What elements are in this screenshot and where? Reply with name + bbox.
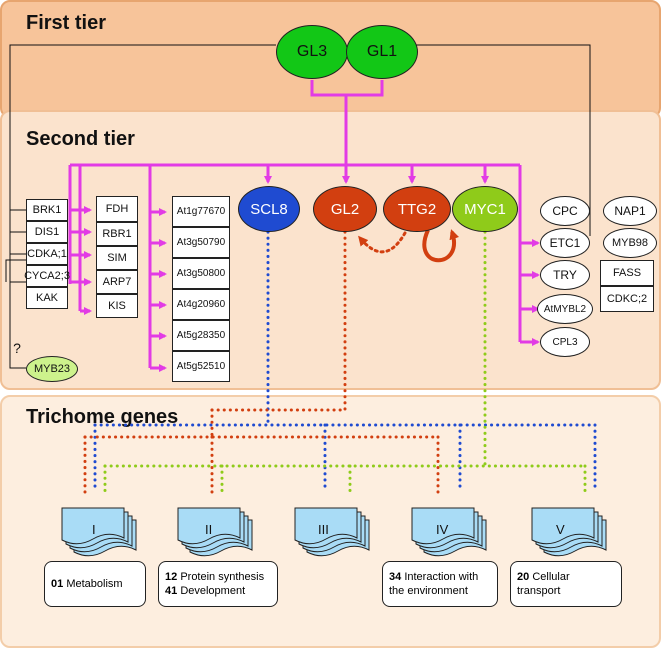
- gl3-node: GL3: [276, 25, 348, 79]
- myc1-node: MYC1: [452, 186, 518, 232]
- category-number: 20: [517, 571, 530, 583]
- gene-box-kis: KIS: [96, 294, 138, 318]
- gene-box-at4g20960: At4g20960: [172, 289, 230, 320]
- category-text: Cellular transport: [517, 571, 570, 597]
- gene-box-brk1: BRK1: [26, 199, 68, 221]
- category-label-i: I: [92, 522, 96, 537]
- category-document-stacks: [61, 507, 607, 557]
- ttg2-node: TTG2: [383, 186, 451, 232]
- gene-box-cdka1: CDKA;1: [26, 243, 68, 265]
- gene-box-at3g50790: At3g50790: [172, 227, 230, 258]
- category-info-row: 01 Metabolism: [51, 577, 139, 591]
- myc1-targets: [103, 230, 587, 494]
- document-stack-icon: [177, 507, 253, 557]
- gl2-node: GL2: [313, 186, 377, 232]
- ttg2-to-gl2-link: [358, 231, 407, 254]
- category-label-iii: III: [318, 522, 329, 537]
- gl2-targets: [83, 230, 440, 494]
- try-node: TRY: [540, 260, 590, 290]
- category-number: 34: [389, 571, 402, 583]
- document-sheet: [294, 507, 358, 545]
- gene-box-at5g28350: At5g28350: [172, 320, 230, 351]
- scl8-targets: [93, 230, 597, 494]
- ttg2-self-loop: [422, 229, 459, 263]
- document-sheet: [177, 507, 241, 545]
- category-text: Interaction with: [404, 571, 479, 583]
- gene-box-at3g50800: At3g50800: [172, 258, 230, 289]
- cpc-node: CPC: [540, 196, 590, 226]
- category-info-iv: 34 Interaction with the environment: [382, 561, 498, 607]
- category-text: the environment: [389, 585, 468, 597]
- second-tier-title: Second tier: [26, 128, 135, 150]
- category-number: 41: [165, 585, 178, 597]
- category-number: 12: [165, 571, 178, 583]
- first-tier-title: First tier: [26, 12, 107, 34]
- category-label-ii: II: [205, 522, 213, 537]
- scl8-node: SCL8: [238, 186, 300, 232]
- document-sheet: [531, 507, 595, 545]
- cpl3-node: CPL3: [540, 327, 590, 357]
- gene-box-at5g52510: At5g52510: [172, 351, 230, 382]
- category-info-row: 41 Development: [165, 584, 271, 598]
- myb98-node: MYB98: [603, 228, 657, 258]
- category-label-iv: IV: [436, 522, 449, 537]
- category-text: Development: [180, 585, 246, 597]
- document-stack-icon: [294, 507, 370, 557]
- etc1-node: ETC1: [540, 228, 590, 258]
- trichome-genes-title: Trichome genes: [26, 406, 179, 428]
- category-info-row: 12 Protein synthesis: [165, 570, 271, 584]
- category-text: Protein synthesis: [180, 571, 265, 583]
- category-info-ii: 12 Protein synthesis 41 Development: [158, 561, 278, 607]
- category-label-v: V: [556, 522, 565, 537]
- document-stack-icon: [531, 507, 607, 557]
- category-info-v: 20 Cellular transport: [510, 561, 622, 607]
- myb23-node: MYB23: [26, 356, 78, 382]
- gl1-node: GL1: [346, 25, 418, 79]
- category-info-row: 20 Cellular transport: [517, 570, 615, 598]
- gene-box-rbr1: RBR1: [96, 222, 138, 246]
- gene-box-cyca23: CYCA2;3: [24, 265, 70, 287]
- nap1-node: NAP1: [603, 196, 657, 226]
- category-text: Metabolism: [66, 578, 123, 590]
- gene-box-fdh: FDH: [96, 196, 138, 222]
- category-number: 01: [51, 578, 64, 590]
- black-connectors: [5, 44, 591, 369]
- gene-box-kak: KAK: [26, 287, 68, 309]
- magenta-connectors: [68, 80, 540, 372]
- unknown-regulation-mark: ?: [13, 340, 21, 356]
- atmybl2-node: AtMYBL2: [537, 294, 593, 324]
- gene-box-arp7: ARP7: [96, 270, 138, 294]
- category-info-row: 34 Interaction with: [389, 570, 491, 584]
- gene-box-sim: SIM: [96, 246, 138, 270]
- gene-box-dis1: DIS1: [26, 221, 68, 243]
- document-stack-icon: [411, 507, 487, 557]
- gene-box-cdkc2: CDKC;2: [600, 286, 654, 312]
- gene-box-fass: FASS: [600, 260, 654, 286]
- document-stack-icon: [61, 507, 137, 557]
- document-sheet: [61, 507, 125, 545]
- category-info-row: the environment: [389, 584, 491, 598]
- gene-box-at1g77670: At1g77670: [172, 196, 230, 227]
- document-sheet: [411, 507, 475, 545]
- category-info-i: 01 Metabolism: [44, 561, 146, 607]
